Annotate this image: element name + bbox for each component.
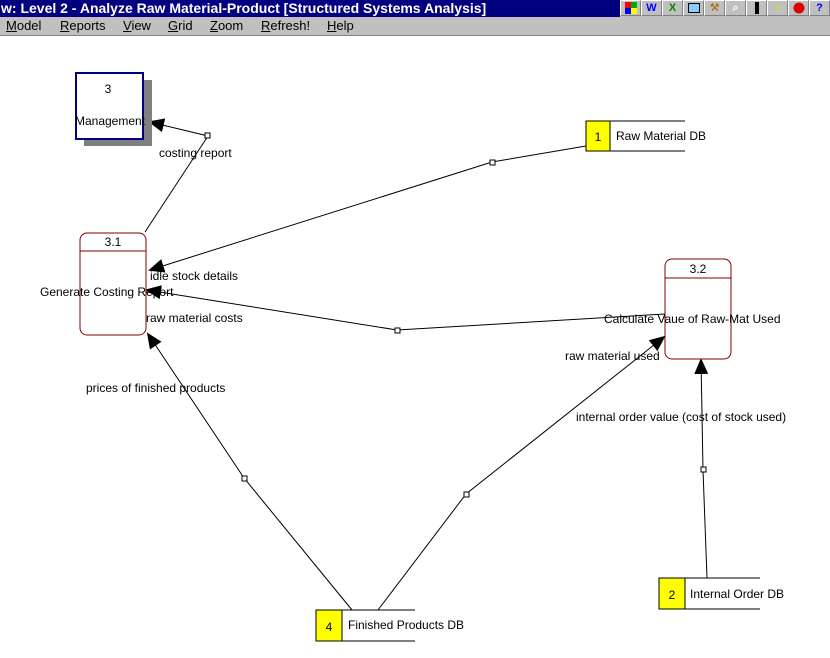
flow-label: raw material used [565, 349, 660, 363]
process-3-1[interactable]: 3.1 Generate Costing Report [40, 232, 174, 336]
store-name: Raw Material DB [616, 129, 706, 143]
store-number: 1 [595, 130, 602, 144]
menu-model[interactable]: Model [6, 18, 42, 33]
store-number: 4 [326, 620, 333, 634]
stop-icon[interactable] [788, 0, 809, 16]
window-title: w: Level 2 - Analyze Raw Material-Produc… [1, 0, 487, 16]
flow-label: internal order value (cost of stock used… [576, 410, 786, 424]
store-name: Internal Order DB [690, 587, 784, 601]
picture-icon[interactable] [683, 0, 704, 16]
menu-view[interactable]: View [123, 18, 151, 33]
help-icon[interactable]: ? [809, 0, 830, 16]
flow-prices-of-finished-products[interactable]: prices of finished products [86, 332, 353, 611]
menu-help[interactable]: Help [327, 18, 354, 33]
flow-label: prices of finished products [86, 381, 225, 395]
zoom-icon[interactable]: ⌕ [725, 0, 746, 16]
lightning-icon[interactable]: ⚡ [767, 0, 788, 16]
flow-raw-material-costs[interactable]: raw material costs [145, 285, 666, 334]
word-icon[interactable]: W [641, 0, 662, 16]
entity-name: Management [75, 114, 146, 128]
diagram-canvas[interactable]: costing report idle stock details raw ma… [0, 36, 830, 658]
flow-internal-order-value[interactable]: internal order value (cost of stock used… [576, 358, 786, 579]
process-name: Calculate Vaue of Raw-Mat Used [604, 312, 781, 326]
flow-label: raw material costs [146, 311, 243, 325]
store-number: 2 [669, 588, 676, 602]
external-entity-management[interactable]: 3 Management [75, 72, 152, 146]
menu-reports[interactable]: Reports [60, 18, 106, 33]
process-3-2[interactable]: 3.2 Calculate Vaue of Raw-Mat Used [604, 258, 781, 360]
process-number: 3.1 [105, 235, 122, 249]
flow-raw-material-used[interactable]: raw material used [377, 335, 666, 611]
menu-bar: Model Reports View Grid Zoom Refresh! He… [0, 17, 830, 36]
flow-label: idle stock details [150, 269, 238, 283]
menu-refresh[interactable]: Refresh! [261, 18, 311, 33]
store-name: Finished Products DB [348, 618, 464, 632]
process-number: 3.2 [690, 262, 707, 276]
toolbar: W X ⚒ ⌕ ⚡ ? [620, 0, 830, 17]
menu-grid[interactable]: Grid [168, 18, 193, 33]
wrench-icon[interactable]: ⚒ [704, 0, 725, 16]
title-bar: w: Level 2 - Analyze Raw Material-Produc… [0, 0, 830, 17]
data-store-raw-material-db[interactable]: 1 Raw Material DB [585, 120, 706, 152]
menu-zoom[interactable]: Zoom [210, 18, 244, 33]
entity-number: 3 [105, 82, 112, 96]
data-store-internal-order-db[interactable]: 2 Internal Order DB [658, 577, 784, 610]
excel-icon[interactable]: X [662, 0, 683, 16]
grid-icon[interactable] [620, 0, 641, 16]
flow-costing-report[interactable]: costing report [144, 118, 232, 233]
bar-icon[interactable] [746, 0, 767, 16]
flow-label: costing report [159, 146, 232, 160]
flow-idle-stock-details[interactable]: idle stock details [148, 145, 587, 283]
data-store-finished-products-db[interactable]: 4 Finished Products DB [315, 609, 464, 642]
process-name: Generate Costing Report [40, 285, 174, 299]
